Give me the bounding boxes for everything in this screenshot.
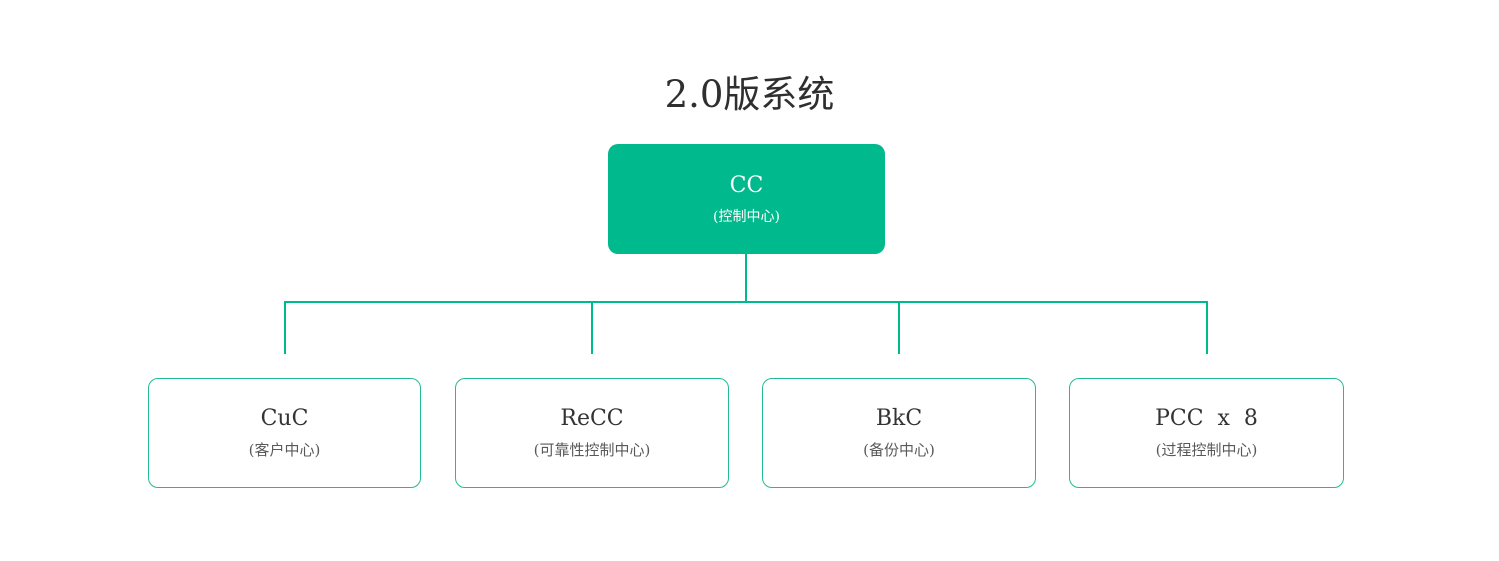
node-subtitle: (客户中心): [248, 441, 321, 459]
connector-drop-recc: [591, 303, 593, 354]
node-subtitle: (控制中心): [713, 208, 780, 225]
node-title: CC: [729, 172, 764, 198]
node-title: PCC x 8: [1155, 406, 1258, 431]
node-cc[interactable]: CC (控制中心): [608, 144, 885, 254]
node-pcc[interactable]: PCC x 8 (过程控制中心): [1069, 378, 1344, 488]
connector-drop-cuc: [284, 303, 286, 354]
connector-drop-pcc: [1206, 303, 1208, 354]
node-bkc[interactable]: BkC (备份中心): [762, 378, 1036, 488]
node-title: BkC: [875, 406, 923, 431]
connector-horizontal-bar: [284, 301, 1208, 303]
page-title: 2.0版系统: [664, 73, 835, 116]
connector-drop-bkc: [898, 303, 900, 354]
node-subtitle: (过程控制中心): [1155, 441, 1258, 459]
node-subtitle: (可靠性控制中心): [533, 441, 651, 459]
node-title: ReCC: [560, 406, 624, 431]
node-cuc[interactable]: CuC (客户中心): [148, 378, 421, 488]
node-subtitle: (备份中心): [863, 441, 935, 459]
node-title: CuC: [260, 406, 309, 431]
connector-root-stub: [745, 254, 747, 303]
node-recc[interactable]: ReCC (可靠性控制中心): [455, 378, 729, 488]
